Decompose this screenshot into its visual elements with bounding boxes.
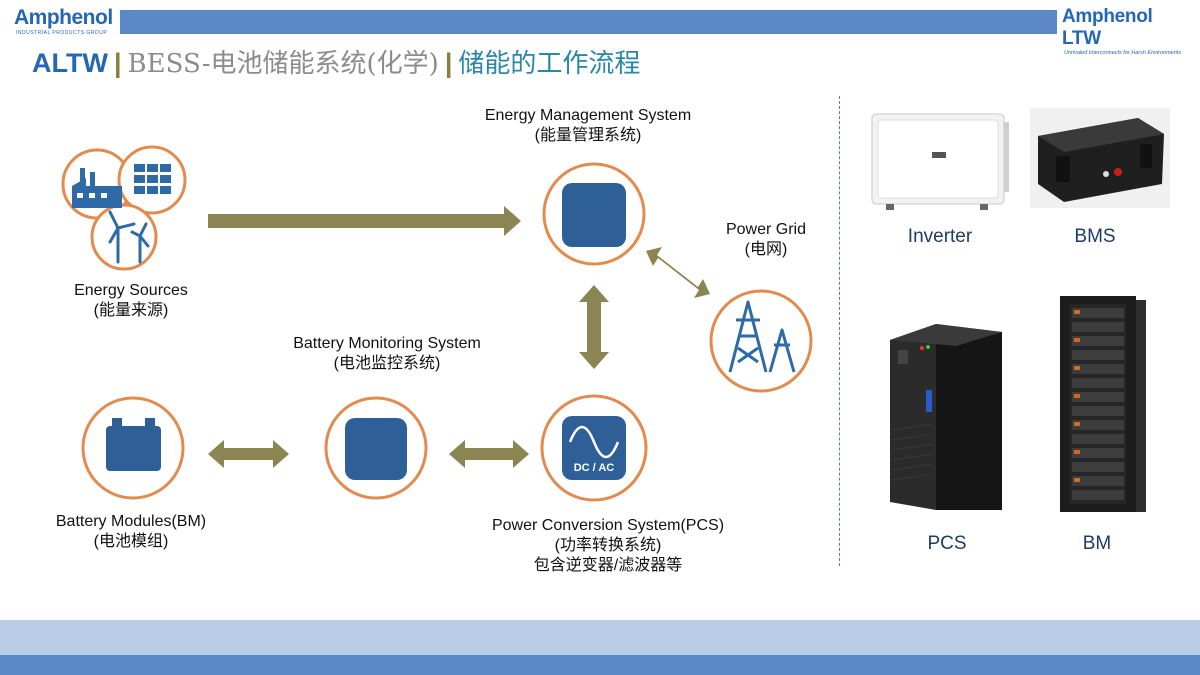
bms-node [324, 396, 428, 500]
workflow-diagram: DC / AC [61, 145, 813, 502]
title-brand: ALTW [32, 48, 108, 78]
power-grid-label: Power Grid (电网) [725, 221, 807, 258]
inverter-label: Inverter [907, 226, 973, 247]
product-images [871, 108, 1170, 512]
energy-sources-label: Energy Sources (能量来源) [74, 282, 188, 319]
factory-icon [72, 168, 122, 208]
power-grid-node [709, 289, 813, 393]
pcs-product-label: PCS [927, 533, 967, 554]
amphenol-ltw-logo: Amphenol LTW Unrivaled Interconnects for… [1062, 6, 1182, 56]
arrow-bms-pcs [449, 440, 529, 468]
bms-image [1030, 108, 1170, 208]
slide-title: ALTW|BESS-电池储能系统(化学)|储能的工作流程 [32, 45, 640, 81]
battery-modules-label: Battery Modules(BM) (电池模组) [55, 513, 207, 550]
bms-label: Battery Monitoring System (电池监控系统) [293, 335, 481, 372]
wind-turbine-icon [108, 210, 150, 264]
battery-icon [106, 418, 161, 471]
footer-band-dark [0, 655, 1200, 675]
title-separator: | [113, 48, 122, 78]
arrow-sources-to-ems [208, 206, 521, 236]
ems-node [542, 162, 646, 266]
inverter-image [871, 113, 1009, 210]
title-topic: BESS-电池储能系统(化学) [127, 49, 439, 79]
footer-band-light [0, 620, 1200, 655]
bm-product-label: BM [1082, 533, 1112, 554]
pcs-node: DC / AC [540, 394, 648, 502]
arrow-ems-grid [646, 247, 710, 298]
sine-wave-icon [568, 425, 620, 459]
bm-rack-image [1060, 296, 1146, 512]
transmission-tower-icon [728, 300, 796, 373]
title-separator-2: | [444, 48, 453, 78]
battery-modules-node [81, 396, 185, 500]
arrow-bm-bms [208, 440, 289, 468]
section-divider [839, 96, 840, 566]
solar-panel-icon [134, 164, 171, 194]
pcs-icon-text: DC / AC [574, 462, 615, 474]
ems-label: Energy Management System (能量管理系统) [484, 107, 692, 144]
pcs-label: Power Conversion System(PCS) (功率转换系统) 包含… [491, 517, 725, 574]
amphenol-logo: Amphenol INDUSTRIAL PRODUCTS GROUP [14, 6, 113, 36]
pcs-image [890, 324, 1002, 510]
bms-product-label: BMS [1074, 226, 1116, 247]
energy-sources-icon [61, 145, 187, 271]
arrow-ems-pcs [579, 285, 609, 369]
title-subtopic: 储能的工作流程 [458, 48, 641, 78]
header-bar [120, 10, 1057, 34]
